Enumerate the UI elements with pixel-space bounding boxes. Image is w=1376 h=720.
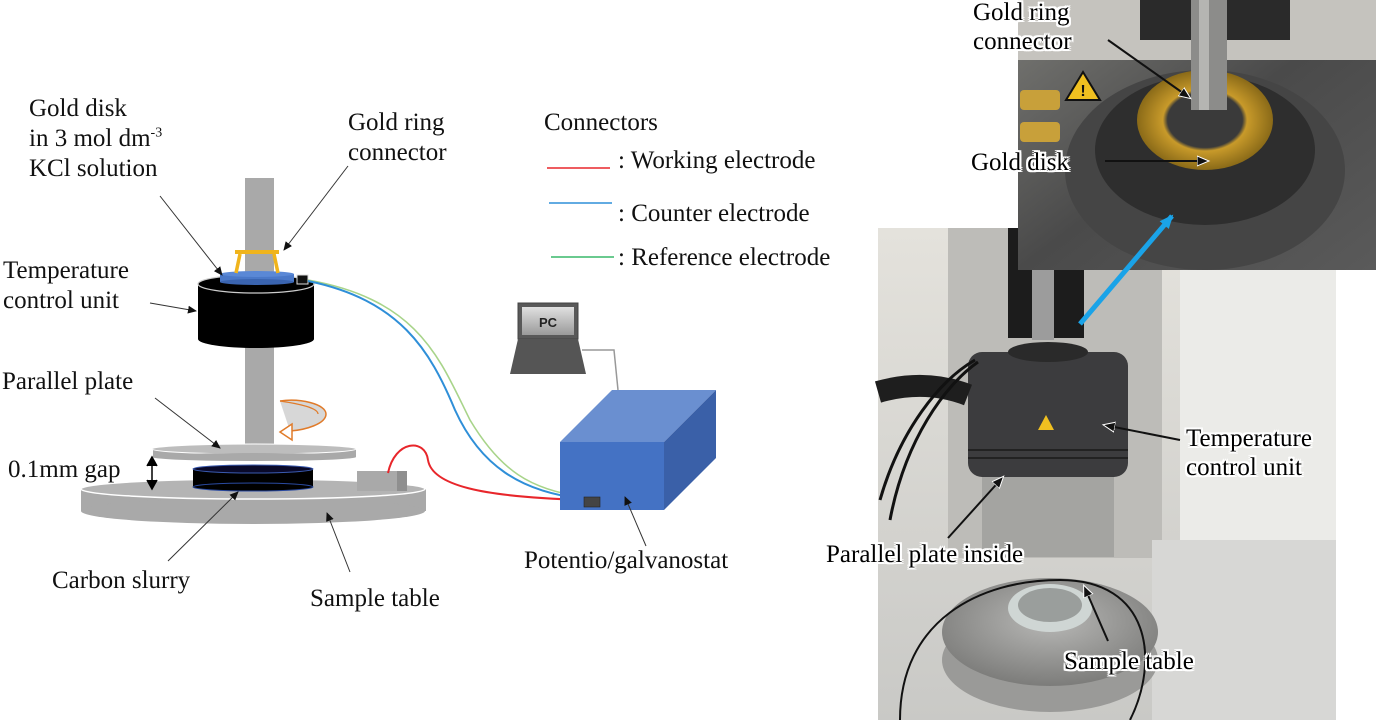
gold-disk-cell: [220, 271, 294, 285]
legend-item-working: : Working electrode: [618, 147, 816, 174]
photo-arrow-gold-ring: [1107, 39, 1190, 98]
label-gap: 0.1mm gap: [8, 456, 121, 483]
photo-link-arrow: [1078, 214, 1174, 326]
callout-arrow-carbon-slurry: [167, 491, 239, 562]
pc-cable: [582, 349, 619, 391]
photo-gold-ring-closeup: !: [1018, 0, 1376, 270]
unit-connector-port: [296, 274, 309, 285]
photo-label-temp-line1: Temperature: [1186, 425, 1312, 452]
label-gold-disk: Gold disk in 3 mol dm-3 KCl solution: [29, 94, 162, 184]
carbon-slurry: [192, 464, 314, 492]
counter-electrode-wire: [307, 280, 585, 500]
label-gold-disk-line3: KCl solution: [29, 155, 158, 182]
pc-label: PC: [539, 315, 558, 330]
legend-item-reference: : Reference electrode: [618, 244, 831, 271]
rotation-arrow-icon: [278, 399, 327, 442]
gap-dimension-arrow: [146, 455, 158, 491]
svg-text:!: !: [1080, 83, 1085, 100]
label-sample-table: Sample table: [310, 585, 440, 612]
photo-label-gold-ring-line2: connector: [973, 28, 1072, 55]
label-gold-ring-line2: connector: [348, 139, 447, 166]
pc-laptop-icon: [510, 302, 586, 374]
callout-arrow-temp-unit: [149, 302, 197, 314]
photo-label-gold-ring-connector: Gold ring connector: [973, 0, 1072, 56]
callout-arrow-parallel-plate: [154, 397, 221, 449]
label-temp-line1: Temperature: [3, 257, 129, 284]
label-carbon-slurry: Carbon slurry: [52, 567, 191, 594]
label-potentiostat: Potentio/galvanostat: [524, 547, 729, 574]
label-gold-ring-line1: Gold ring: [348, 109, 445, 136]
photo-rheometer-overview: [874, 228, 1336, 720]
label-temp-line2: control unit: [3, 287, 119, 314]
photo-label-gold-disk: Gold disk: [971, 149, 1069, 176]
label-gold-disk-line1: Gold disk: [29, 95, 127, 122]
photo-arrow-temp-unit: [1104, 425, 1181, 441]
photo-arrow-sample-table: [1084, 586, 1109, 642]
callout-arrow-gold-ring: [283, 165, 349, 251]
legend-item-counter: : Counter electrode: [618, 200, 810, 227]
label-gold-disk-line2: in 3 mol dm-3: [29, 124, 162, 154]
photo-label-sample-table: Sample table: [1064, 648, 1194, 675]
potentiostat-box: [560, 390, 716, 510]
reference-electrode-wire: [307, 279, 585, 498]
working-electrode-wire: [387, 444, 585, 501]
callout-arrow-gold-disk: [159, 195, 223, 276]
callout-arrow-potentiostat: [624, 496, 647, 547]
legend-title: Connectors: [544, 109, 658, 136]
label-parallel-plate: Parallel plate: [2, 368, 134, 395]
temperature-control-unit: [197, 274, 315, 348]
label-gold-disk-sup: -3: [150, 125, 163, 141]
label-gold-disk-line2-text: in 3 mol dm: [29, 125, 151, 152]
photo-label-temperature-control-unit: Temperature control unit: [1186, 424, 1312, 482]
callout-arrow-sample-table: [326, 512, 351, 573]
photo-arrow-parallel-plate: [947, 477, 1003, 539]
photo-label-parallel-plate-inside: Parallel plate inside: [826, 541, 1024, 568]
parallel-plate: [151, 443, 357, 461]
photo-label-temp-line2: control unit: [1186, 454, 1302, 481]
label-gold-ring-connector: Gold ring connector: [348, 108, 447, 168]
label-temperature-control-unit: Temperature control unit: [3, 256, 129, 316]
gold-ring-connector: [234, 250, 280, 274]
photo-label-gold-ring-line1: Gold ring: [973, 0, 1070, 26]
